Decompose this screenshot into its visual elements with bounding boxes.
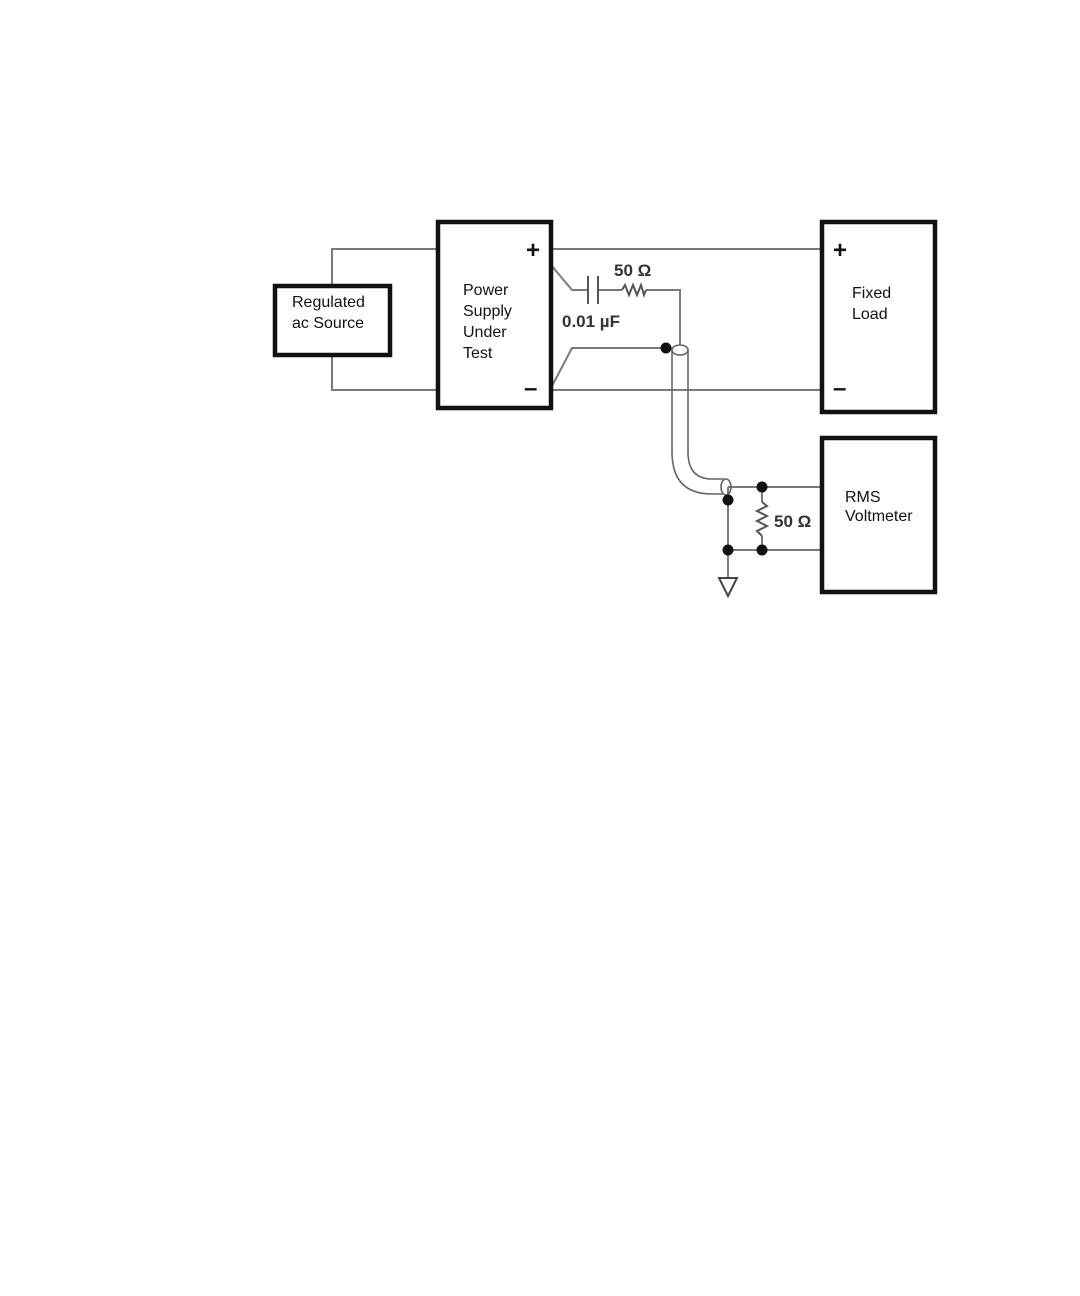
voltmeter-label-line1: RMS — [845, 489, 881, 506]
ac-source-label-line1: Regulated — [292, 294, 365, 311]
node-shield-bottom — [723, 545, 734, 556]
ac-source-block: Regulated ac Source — [275, 286, 390, 355]
rms-voltmeter-block: RMS Voltmeter — [822, 438, 935, 592]
series-resistor-label: 50 Ω — [614, 261, 651, 280]
node-meter-bottom — [757, 545, 768, 556]
psut-label-line2: Supply — [463, 303, 512, 320]
wiring — [332, 249, 822, 578]
wire-ac-top — [332, 249, 438, 286]
wire-ac-bottom — [332, 355, 438, 390]
wire-res-cable — [646, 290, 680, 345]
termination-resistor-symbol — [757, 502, 767, 536]
psut-block: Power Supply Under Test + – — [438, 222, 551, 408]
node-probe — [661, 343, 672, 354]
fixed-load-label-line1: Fixed — [852, 285, 891, 302]
fixed-load-label-line2: Load — [852, 306, 888, 323]
fixed-load-block: Fixed Load + – — [822, 222, 935, 412]
psut-plus-terminal: + — [526, 237, 540, 264]
coax-cable — [672, 345, 731, 495]
load-minus-terminal: – — [833, 375, 846, 402]
psut-label-line4: Test — [463, 345, 493, 362]
capacitor-label: 0.01 µF — [562, 312, 620, 331]
node-shield-top — [723, 495, 734, 506]
wire-probe-positive — [551, 265, 588, 290]
load-plus-terminal: + — [833, 237, 847, 264]
voltmeter-label-line2: Voltmeter — [845, 508, 913, 525]
wire-probe-negative — [551, 348, 666, 388]
node-meter-top — [757, 482, 768, 493]
psut-minus-terminal: – — [524, 375, 537, 402]
ac-source-label-line2: ac Source — [292, 315, 364, 332]
junction-nodes — [661, 343, 768, 556]
psut-label-line1: Power — [463, 282, 509, 299]
psut-label-line3: Under — [463, 324, 507, 341]
ground-icon — [719, 578, 737, 596]
termination-resistor-label: 50 Ω — [774, 512, 811, 531]
capacitor-symbol — [588, 276, 598, 304]
series-resistor-symbol — [622, 285, 646, 295]
